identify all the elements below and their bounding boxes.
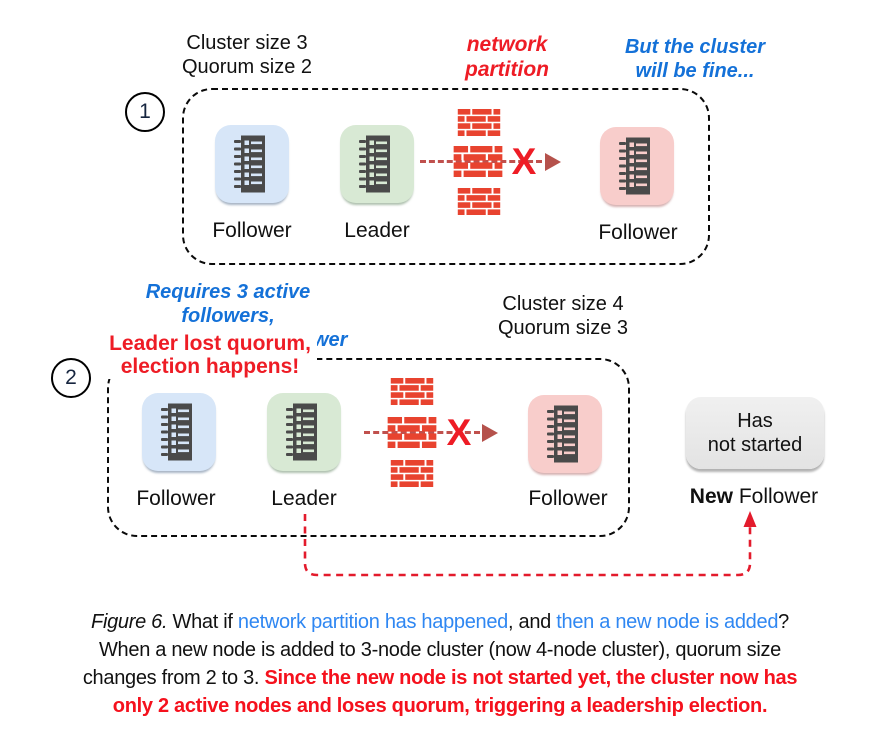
- server-icon: [234, 135, 265, 193]
- scene1-cluster-boundary: [182, 88, 710, 265]
- brick-wall-icon: [390, 460, 434, 487]
- requires-line1: Requires 3 active followers,: [145, 281, 311, 327]
- scene1-leader-node: [340, 125, 414, 203]
- cluster-fine-line1: But the cluster: [624, 36, 766, 58]
- scene2-partitioned-follower-node: [528, 395, 602, 473]
- scene2-quorum-lost-label: Leader lost quorum, election happens!: [103, 331, 317, 379]
- new-follower-label-rest: Follower: [732, 485, 819, 508]
- scene2-partition-arrow-line: [364, 431, 480, 434]
- caption-seg: changes from 2 to 3.: [82, 667, 265, 689]
- caption-seg: ?: [778, 611, 789, 633]
- scene1-leader-label: Leader: [344, 219, 410, 242]
- scene2-leader-node: [267, 393, 341, 471]
- caption-figure-number: Figure 6.: [91, 611, 168, 633]
- scene1-step-badge: 1: [125, 92, 165, 132]
- scene2-follower-label: Follower: [136, 487, 216, 510]
- scene2-step-badge: 2: [51, 358, 91, 398]
- scene2-cluster-header: Cluster size 4 Quorum size 3: [463, 292, 663, 340]
- x-mark-icon: X: [511, 141, 537, 182]
- scene2-follower-node: [142, 393, 216, 471]
- connector-arrowhead-icon: [743, 511, 757, 527]
- scene1-quorum-size: Quorum size 2: [181, 56, 313, 78]
- caption-seg: When a new node is added to 3-node clust…: [98, 639, 782, 661]
- new-follower-label: New Follower: [674, 485, 834, 509]
- brick-wall-icon: [457, 188, 501, 215]
- cluster-fine-line2: will be fine...: [635, 60, 755, 82]
- scene1-cluster-header: Cluster size 3 Quorum size 2: [147, 31, 347, 79]
- new-node-box: Has not started: [686, 397, 824, 469]
- server-icon: [161, 403, 192, 461]
- caption-line4: only 2 active nodes and loses quorum, tr…: [0, 692, 880, 720]
- scene1-partition-arrow-line: [420, 160, 542, 163]
- caption-seg-blue: then a new node is added: [556, 611, 779, 633]
- server-icon: [547, 405, 578, 463]
- caption-seg-blue: network partition has happened: [237, 611, 509, 633]
- scene2-arrowhead-icon: [482, 424, 498, 442]
- network-partition-line1: network: [466, 33, 548, 56]
- scene1-step-number: 1: [139, 100, 151, 123]
- figure-caption: Figure 6. What if network partition has …: [0, 608, 880, 720]
- scene1-arrowhead-icon: [545, 153, 561, 171]
- caption-seg-red: only 2 active nodes and loses quorum, tr…: [112, 695, 768, 717]
- scene2-quorum-size: Quorum size 3: [497, 317, 629, 339]
- scene2-step-number: 2: [65, 366, 77, 389]
- caption-line3: changes from 2 to 3. Since the new node …: [0, 664, 880, 692]
- scene2-partitioned-follower-label: Follower: [528, 487, 608, 510]
- scene1-cluster-size: Cluster size 3: [186, 32, 308, 54]
- scene1-partitioned-follower-node: [600, 127, 674, 205]
- scene2-cluster-size: Cluster size 4: [502, 293, 624, 315]
- x-mark-icon: X: [446, 412, 472, 453]
- brick-wall-icon: [387, 417, 437, 448]
- scene1-network-partition-label: network partition: [427, 32, 587, 82]
- quorum-lost-line1: Leader lost quorum,: [109, 332, 311, 355]
- brick-wall-icon: [457, 109, 501, 136]
- caption-seg: , and: [508, 611, 557, 633]
- network-partition-line2: partition: [465, 58, 549, 81]
- new-node-status-line2: not started: [707, 434, 803, 456]
- new-follower-label-bold: New: [689, 485, 733, 508]
- quorum-lost-line2: election happens!: [120, 355, 300, 378]
- scene1-cluster-fine-label: But the cluster will be fine...: [605, 35, 785, 83]
- server-icon: [619, 137, 650, 195]
- server-icon: [286, 403, 317, 461]
- scene1-partitioned-follower-label: Follower: [598, 221, 678, 244]
- caption-seg-red: Since the new node is not started yet, t…: [264, 667, 798, 689]
- brick-wall-icon: [390, 378, 434, 405]
- brick-wall-icon: [453, 146, 503, 177]
- caption-line1: Figure 6. What if network partition has …: [0, 608, 880, 636]
- scene1-follower-label: Follower: [212, 219, 292, 242]
- scene2-leader-label: Leader: [271, 487, 337, 510]
- new-node-status-line1: Has: [737, 410, 773, 432]
- caption-seg: What if: [167, 611, 238, 633]
- server-icon: [359, 135, 390, 193]
- caption-line2: When a new node is added to 3-node clust…: [0, 636, 880, 664]
- scene1-follower-node: [215, 125, 289, 203]
